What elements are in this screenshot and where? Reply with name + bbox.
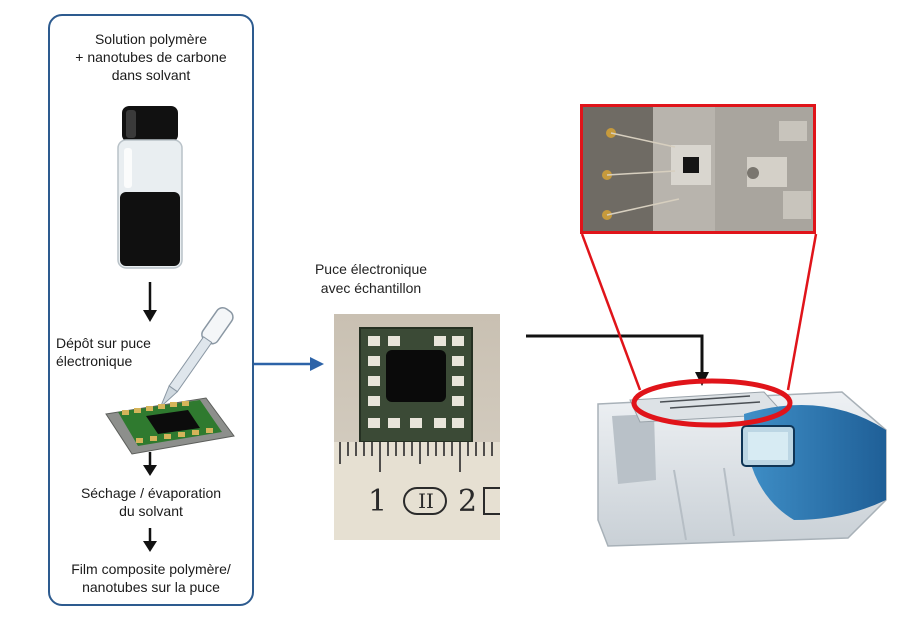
step-solution-line3: dans solvant (111, 67, 191, 83)
step-deposit-label: Dépôt sur puce électronique (56, 334, 166, 370)
highlight-ellipse (631, 378, 793, 428)
ruler-stamp: II (418, 489, 434, 513)
step-drying-label: Séchage / évaporation du solvant (58, 484, 244, 520)
step-film-line1: Film composite polymère/ (71, 561, 231, 577)
ruler-mark-2: 2 (458, 484, 478, 519)
step-solution-line1: Solution polymère (94, 31, 208, 47)
flow-arrow-icon (254, 357, 324, 371)
vial-illustration (117, 106, 183, 269)
zoom-lines (580, 233, 818, 391)
step-solution-label: Solution polymère + nanotubes de carbone… (58, 30, 244, 84)
interior-zoom-drawing (583, 107, 813, 231)
down-arrow-icon (143, 282, 157, 322)
step-drying-line2: du solvant (119, 503, 183, 519)
step-drying-line1: Séchage / évaporation (80, 485, 222, 501)
chip-photo-title: Puce électronique avec échantillon (296, 260, 446, 298)
chip-photo-drawing (334, 314, 500, 540)
step-film-label: Film composite polymère/ nanotubes sur l… (52, 560, 250, 596)
chip-photo-title-line1: Puce électronique (314, 261, 428, 277)
rheometer-instrument (597, 391, 887, 547)
interior-zoom-photo (580, 104, 816, 234)
ruler-mark-1: 1 (368, 484, 388, 519)
pipette-chip-illustration (105, 307, 235, 455)
down-arrow-icon (143, 528, 157, 552)
step-deposit-line2: électronique (56, 353, 133, 369)
step-film-line2: nanotubes sur la puce (82, 579, 220, 595)
step-deposit-line1: Dépôt sur puce (56, 335, 151, 351)
down-arrow-icon (143, 452, 157, 476)
chip-photo-title-line2: avec échantillon (320, 280, 422, 296)
chip-photo: 1 II 2 (334, 314, 500, 540)
step-solution-line2: + nanotubes de carbone (75, 49, 227, 65)
